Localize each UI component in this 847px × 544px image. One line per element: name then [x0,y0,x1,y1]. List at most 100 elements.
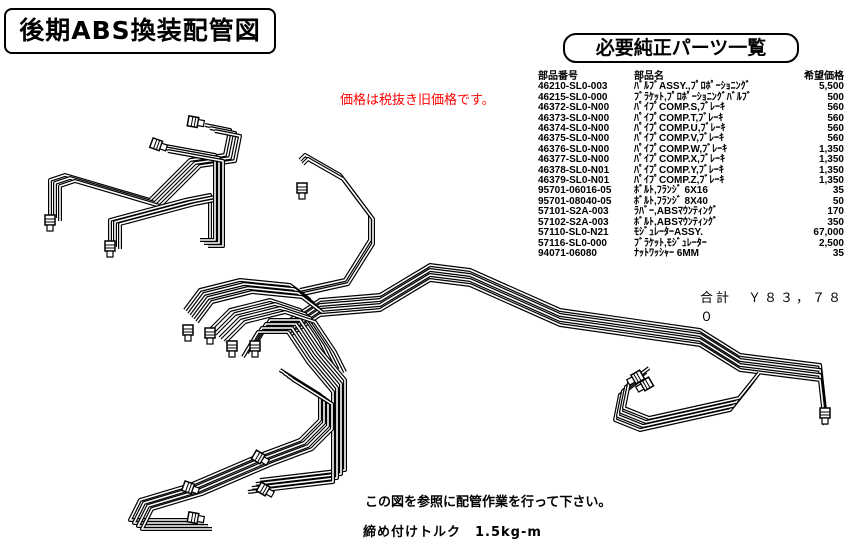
brake-pipe [159,144,216,241]
part-number-cell: 46379-SL0-N01 [538,175,610,187]
part-name-cell: ﾊﾟｲﾌﾟCOMP.T,ﾌﾞﾚｰｷ [634,112,724,124]
price-cell: 560 [827,102,844,114]
table-row: 46210-SL0-003 ﾊﾞﾙﾌﾞASSY.,ﾌﾟﾛﾎﾟｰｼｮﾆﾝｸﾞ 5,50… [538,81,844,93]
brake-pipe [140,377,334,531]
price-cell: 560 [827,112,844,124]
part-name-cell: ﾊﾞﾙﾌﾞASSY.,ﾌﾟﾛﾎﾟｰｼｮﾆﾝｸﾞ [634,81,751,93]
part-number-cell: 95701-06016-05 [538,185,612,197]
part-number-cell: 46378-SL0-N01 [538,164,610,176]
torque-note: 締め付けトルク 1.5kg-m [363,525,542,540]
part-number-cell: 46373-SL0-N00 [538,112,610,124]
header-price: 希望価格 [804,71,844,82]
price-cell: 500 [827,91,844,103]
flare-nut-fitting [186,510,206,525]
table-row: 46373-SL0-N00 ﾊﾟｲﾌﾟCOMP.T,ﾌﾞﾚｰｷ 560 [538,112,844,124]
price-cell: 2,500 [818,237,844,249]
price-cell: 350 [827,216,844,228]
flare-nut-fitting [255,481,276,498]
part-number-cell: 95701-08040-05 [538,195,612,207]
part-number-cell: 57102-S2A-003 [538,216,609,228]
brake-pipe [254,319,346,481]
brake-pipe [59,130,241,221]
flare-nut-fitting [104,240,116,258]
price-cell: 35 [832,185,844,197]
price-cell: 35 [832,247,844,259]
flare-nut-fitting [44,214,56,232]
price-cell: 50 [832,195,844,207]
flare-nut-fitting [180,479,201,495]
part-name-cell: ﾌﾞﾗｹｯﾄ,ﾓｼﾞｭﾚｰﾀｰ [634,237,707,249]
flare-nut-fitting [819,407,831,425]
part-name-cell: ﾊﾟｲﾌﾟCOMP.V,ﾌﾞﾚｰｷ [634,133,725,145]
brake-pipe [163,147,220,244]
part-name-cell: ﾊﾟｲﾌﾟCOMP.Z,ﾌﾞﾚｰｷ [634,175,725,187]
flare-nut-fitting [634,376,655,393]
flare-nut-fitting [204,327,216,345]
brake-pipe [54,127,236,218]
part-name-cell: ﾊﾟｲﾌﾟCOMP.W,ﾌﾞﾚｰｷ [634,143,728,155]
part-number-cell: 46215-SL0-000 [538,91,608,103]
header-part-name: 部品名 [634,71,664,82]
total-price: 合計 Ｙ８３，７８０ [700,291,845,325]
brake-pipe [214,303,336,365]
part-name-cell: ﾎﾞﾙﾄ,ABSﾏｳﾝﾃｨﾝｸﾞ [634,216,718,228]
price-notice: 価格は税抜き旧価格です。 [340,93,495,108]
part-number-cell: 57101-S2A-003 [538,206,609,218]
brake-pipe [289,279,826,426]
brake-pipe [302,158,374,295]
table-row: 46378-SL0-N01 ﾊﾟｲﾌﾟCOMP.Y,ﾌﾞﾚｰｷ 1,350 [538,164,844,176]
flare-nut-fitting [625,369,646,386]
part-number-cell: 57116-SL0-000 [538,237,607,249]
parts-list-title: 必要純正パーツ一覧 [563,33,799,63]
brake-pipe [242,331,334,493]
reference-note: この図を参照に配管作業を行って下さい。 [365,495,612,510]
brake-pipe [209,299,331,361]
page-title: 後期ABS換装配管図 [4,8,276,54]
flare-nut-fitting [296,182,308,200]
brake-pipe [196,291,323,323]
brake-pipe [301,157,375,296]
price-cell: 560 [827,133,844,145]
brake-pipe [289,269,826,416]
part-number-cell: 46372-SL0-N00 [538,102,610,114]
part-name-cell: ﾊﾟｲﾌﾟCOMP.U,ﾌﾞﾚｰｷ [634,123,726,135]
part-number-cell: 46377-SL0-N00 [538,154,610,166]
flare-nut-fitting [226,340,238,358]
part-number-cell: 46210-SL0-003 [538,81,608,93]
table-row: 46215-SL0-000 ﾌﾞﾗｹｯﾄ,ﾌﾟﾛﾎﾟｰｼｮﾆﾝｸﾞﾊﾞﾙﾌﾞ 500 [538,91,844,103]
part-number-cell: 46375-SL0-N00 [538,133,610,145]
part-name-cell: ﾎﾞﾙﾄ,ﾌﾗﾝｼﾞ 8X40 [634,195,708,207]
part-name-cell: ﾌﾞﾗｹｯﾄ,ﾌﾟﾛﾎﾟｰｼｮﾆﾝｸﾞﾊﾞﾙﾌﾞ [634,91,752,103]
part-name-cell: ﾊﾟｲﾌﾟCOMP.Y,ﾌﾞﾚｰｷ [634,164,724,176]
part-name-cell: ﾗﾊﾞｰ,ABSﾏｳﾝﾃｨﾝｸﾞ [634,206,718,218]
part-name-cell: ﾓｼﾞｭﾚｰﾀｰASSY. [634,227,703,239]
price-cell: 1,350 [818,175,844,187]
price-cell: 1,350 [818,154,844,166]
price-cell: 1,350 [818,143,844,155]
table-row: 57116-SL0-000 ﾌﾞﾗｹｯﾄ,ﾓｼﾞｭﾚｰﾀｰ 2,500 [538,237,844,249]
price-cell: 170 [827,206,844,218]
part-number-cell: 46374-SL0-N00 [538,123,610,135]
part-name-cell: ﾅｯﾄﾜｯｼｬｰ 6MM [634,247,699,259]
table-row: 57101-S2A-003 ﾗﾊﾞｰ,ABSﾏｳﾝﾃｨﾝｸﾞ 170 [538,206,844,218]
part-name-cell: ﾊﾟｲﾌﾟCOMP.X,ﾌﾞﾚｰｷ [634,154,725,166]
brake-pipe [167,150,224,247]
parts-table-header: 部品番号 部品名 希望価格 [538,71,844,82]
flare-nut-fitting [249,340,261,358]
part-name-cell: ﾎﾞﾙﾄ,ﾌﾗﾝｼﾞ 6X16 [634,185,708,197]
flare-nut-fitting [250,449,271,466]
parts-table: 部品番号 部品名 希望価格 46210-SL0-003 ﾊﾞﾙﾌﾞASSY.,ﾌﾟ… [538,71,844,259]
table-row: 46379-SL0-N01 ﾊﾟｲﾌﾟCOMP.Z,ﾌﾞﾚｰｷ 1,350 [538,175,844,187]
price-cell: 5,500 [818,81,844,93]
table-row: 95701-08040-05 ﾎﾞﾙﾄ,ﾌﾗﾝｼﾞ 8X40 50 [538,195,844,207]
brake-pipe [224,311,346,373]
brake-pipe [250,323,342,485]
price-cell: 1,350 [818,164,844,176]
part-name-cell: ﾊﾟｲﾌﾟCOMP.S,ﾌﾞﾚｰｷ [634,102,725,114]
table-row: 46372-SL0-N00 ﾊﾟｲﾌﾟCOMP.S,ﾌﾞﾚｰｷ 560 [538,102,844,114]
